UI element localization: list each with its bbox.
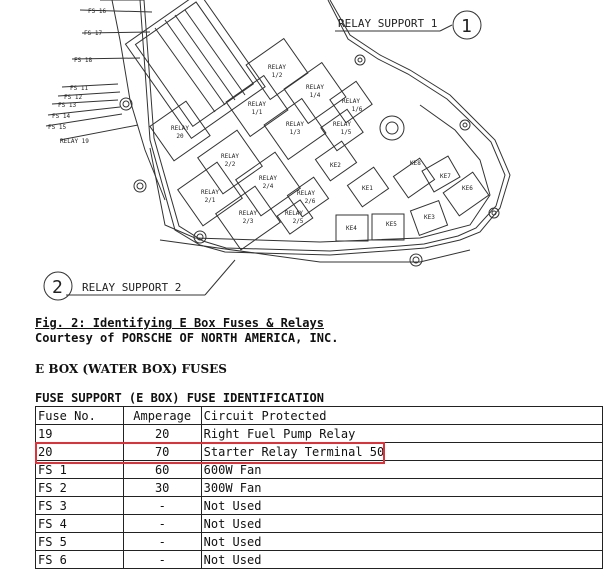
relay-1-4-number: 1/4 <box>310 92 321 99</box>
connector-ke4-label: KE4 <box>346 225 357 232</box>
fuse-label-fs11: FS 11 <box>70 85 88 92</box>
section-heading: E BOX (WATER BOX) FUSES <box>35 362 227 376</box>
figure-credit: Courtesy of PORSCHE OF NORTH AMERICA, IN… <box>35 331 339 345</box>
cell-circuit: Starter Relay Terminal 50 <box>200 442 603 461</box>
cell-amperage: 70 <box>122 442 202 461</box>
table-row: FS 1 60 600W Fan <box>35 460 603 479</box>
cell-amperage: 60 <box>122 460 202 479</box>
cell-circuit: 600W Fan <box>200 460 603 479</box>
relay-20-number: 20 <box>176 133 184 140</box>
relay-support-1-label: RELAY SUPPORT 1 <box>338 17 437 30</box>
callout-1-number: 1 <box>461 16 472 37</box>
cell-amperage: 30 <box>122 478 202 497</box>
table-row: FS 5 - Not Used <box>35 532 603 551</box>
relay-1-6-label: RELAY <box>342 98 360 105</box>
cell-circuit: Right Fuel Pump Relay <box>200 424 603 443</box>
cell-amperage: 20 <box>122 424 202 443</box>
connector-ke5-label: KE5 <box>386 221 397 228</box>
relay-1-2-label: RELAY <box>268 64 286 71</box>
cell-amperage: - <box>122 532 202 551</box>
cell-fuse-no: FS 5 <box>35 532 124 551</box>
table-row: FS 3 - Not Used <box>35 496 603 515</box>
cell-fuse-no: FS 4 <box>35 514 124 533</box>
fuse-label-fs18: FS 18 <box>74 57 92 64</box>
header-amperage: Amperage <box>122 406 202 425</box>
connector-ke7-label: KE7 <box>440 173 451 180</box>
cell-circuit: Not Used <box>200 514 603 533</box>
table-row: FS 4 - Not Used <box>35 514 603 533</box>
table-row: FS 2 30 300W Fan <box>35 478 603 497</box>
relay-1-3-number: 1/3 <box>290 129 301 136</box>
connector-ke8-label: KE8 <box>410 160 421 167</box>
connector-ke2-label: KE2 <box>330 162 341 169</box>
fuse-label-fs14: FS 14 <box>52 113 70 120</box>
relay-2-4-number: 2/4 <box>263 183 274 190</box>
relay-1-1-label: RELAY <box>248 101 266 108</box>
cell-circuit: 300W Fan <box>200 478 603 497</box>
fuse-label-fs12: FS 12 <box>64 94 82 101</box>
table-row: FS 6 - Not Used <box>35 550 603 569</box>
cell-fuse-no: 19 <box>35 424 124 443</box>
relay-1-1-number: 1/1 <box>252 109 263 116</box>
relay-support-2-label: RELAY SUPPORT 2 <box>82 281 181 294</box>
relay-2-5-number: 2/5 <box>293 218 304 225</box>
relay-2-1-number: 2/1 <box>205 197 216 204</box>
header-circuit: Circuit Protected <box>200 406 603 425</box>
cell-fuse-no: FS 1 <box>35 460 124 479</box>
relay-20-label: RELAY <box>171 125 189 132</box>
cell-amperage: - <box>122 550 202 569</box>
cell-fuse-no: 20 <box>35 442 124 461</box>
table-row: 19 20 Right Fuel Pump Relay <box>35 424 603 443</box>
cell-amperage: - <box>122 496 202 515</box>
fuse-label-fs13: FS 13 <box>58 102 76 109</box>
relay-2-4-label: RELAY <box>259 175 277 182</box>
cell-fuse-no: FS 6 <box>35 550 124 569</box>
cell-fuse-no: FS 2 <box>35 478 124 497</box>
e-box-relay-diagram: 1 2 RELAY SUPPORT 1 RELAY SUPPORT 2 FS 1… <box>43 0 511 301</box>
relay-2-5-label: RELAY <box>285 210 303 217</box>
relay-2-2-label: RELAY <box>221 153 239 160</box>
relay-1-4-label: RELAY <box>306 84 324 91</box>
connector-ke6-label: KE6 <box>462 185 473 192</box>
cell-circuit: Not Used <box>200 532 603 551</box>
relay-2-3-number: 2/3 <box>243 218 254 225</box>
cell-amperage: - <box>122 514 202 533</box>
connector-ke1-label: KE1 <box>362 185 373 192</box>
relay-2-6-label: RELAY <box>297 190 315 197</box>
connector-ke3-label: KE3 <box>424 214 435 221</box>
relay-2-2-number: 2/2 <box>225 161 236 168</box>
relay-2-3-label: RELAY <box>239 210 257 217</box>
relay-2-1-label: RELAY <box>201 189 219 196</box>
relay-2-6-number: 2/6 <box>305 198 316 205</box>
relay-1-5-label: RELAY <box>333 121 351 128</box>
header-fuse-no: Fuse No. <box>35 406 124 425</box>
fuse-label-fs16: FS 16 <box>88 8 106 15</box>
table-title: FUSE SUPPORT (E BOX) FUSE IDENTIFICATION <box>35 391 324 405</box>
relay-1-6-number: 1/6 <box>352 106 363 113</box>
figure-title: Fig. 2: Identifying E Box Fuses & Relays <box>35 316 324 330</box>
relay-1-2-number: 1/2 <box>272 72 283 79</box>
cell-circuit: Not Used <box>200 496 603 515</box>
callout-2-number: 2 <box>52 277 63 298</box>
cell-circuit: Not Used <box>200 550 603 569</box>
relay-1-5-number: 1/5 <box>341 129 352 136</box>
fuse-label-fs15: FS 15 <box>48 124 66 131</box>
table-row: 20 70 Starter Relay Terminal 50 <box>35 442 603 461</box>
cell-fuse-no: FS 3 <box>35 496 124 515</box>
relay-1-3-label: RELAY <box>286 121 304 128</box>
table-header-row: Fuse No. Amperage Circuit Protected <box>35 406 603 425</box>
fuse-label-relay19: RELAY 19 <box>60 138 89 145</box>
fuse-label-fs17: FS 17 <box>84 30 102 37</box>
fuse-table: Fuse No. Amperage Circuit Protected 19 2… <box>35 406 603 569</box>
